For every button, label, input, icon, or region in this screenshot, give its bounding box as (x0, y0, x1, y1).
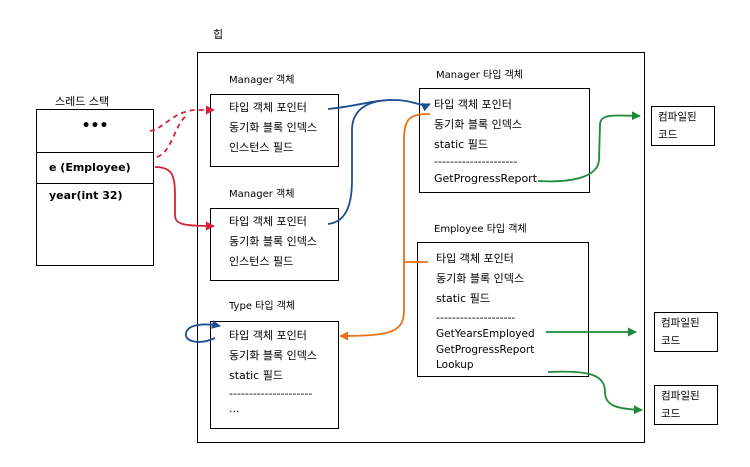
manager-type-object-separator: --------------------- (434, 155, 518, 168)
heap-title: 힙 (213, 28, 224, 41)
compiled-code-line: 코드 (658, 129, 678, 141)
blue-arrow (327, 99, 393, 225)
blue-arrow (327, 99, 431, 112)
red-dashed-arrow (149, 105, 215, 132)
red-solid-arrow (154, 166, 215, 231)
stack-ellipsis: ••• (37, 114, 153, 153)
blue-self-loop-arrow (185, 320, 221, 343)
manager-object-1-label: Manager 객체 (229, 75, 295, 86)
type-type-object-line: 동기화 블록 인덱스 (229, 349, 317, 362)
employee-type-object-method: GetYearsEmployed (436, 328, 535, 340)
manager-type-object-label: Manager 타입 객체 (436, 70, 523, 81)
type-type-object-label: Type 타입 객체 (229, 301, 296, 312)
employee-type-object-method: Lookup (436, 359, 474, 371)
type-type-object-line: static 필드 (229, 369, 283, 382)
employee-type-object-label: Employee 타입 객체 (434, 224, 527, 235)
employee-type-object-separator: -------------------- (436, 311, 516, 324)
green-arrow (537, 111, 641, 183)
manager-object-2: 타입 객체 포인터 동기화 블록 인덱스 인스턴스 필드 (210, 208, 339, 281)
orange-arrow (339, 113, 431, 341)
manager-type-object: 타입 객체 포인터 동기화 블록 인덱스 static 필드 ---------… (419, 88, 590, 193)
manager-object-2-line: 동기화 블록 인덱스 (229, 235, 317, 248)
manager-object-1-line: 타입 객체 포인터 (229, 101, 307, 114)
stack-item-year: year(int 32) (49, 189, 123, 202)
manager-type-object-line: 타입 객체 포인터 (434, 98, 512, 111)
manager-object-1-line: 동기화 블록 인덱스 (229, 121, 317, 134)
thread-stack: ••• e (Employee) year(int 32) (36, 109, 154, 266)
compiled-code-line: 컴파일된 (658, 111, 697, 123)
type-type-object-ellipsis: ... (229, 402, 240, 415)
compiled-code-line: 코드 (661, 335, 681, 347)
manager-type-object-method: GetProgressReport (434, 172, 538, 185)
manager-type-object-line: static 필드 (434, 138, 488, 151)
compiled-code-line: 코드 (661, 408, 681, 420)
manager-object-1: 타입 객체 포인터 동기화 블록 인덱스 인스턴스 필드 (210, 94, 339, 167)
compiled-code-line: 컴파일된 (661, 390, 700, 402)
stack-item-employee: e (Employee) (37, 153, 153, 184)
manager-object-2-label: Manager 객체 (229, 189, 295, 200)
thread-stack-title: 스레드 스택 (55, 95, 110, 108)
type-type-object-separator: --------------------- (229, 387, 313, 400)
manager-type-object-line: 동기화 블록 인덱스 (434, 118, 522, 131)
type-type-object-line: 타입 객체 포인터 (229, 329, 307, 342)
compiled-code-3: 컴파일된 코드 (654, 385, 718, 425)
manager-object-2-line: 인스턴스 필드 (229, 255, 294, 268)
employee-type-object-method: GetProgressReport (436, 343, 535, 356)
compiled-code-2: 컴파일된 코드 (654, 312, 718, 352)
employee-type-object-line: 동기화 블록 인덱스 (436, 272, 524, 285)
employee-type-object-line: static 필드 (436, 292, 490, 305)
employee-type-object-line: 타입 객체 포인터 (436, 252, 514, 265)
employee-type-object: 타입 객체 포인터 동기화 블록 인덱스 static 필드 ---------… (417, 242, 589, 377)
compiled-code-1: 컴파일된 코드 (651, 106, 715, 146)
compiled-code-line: 컴파일된 (661, 317, 700, 329)
manager-object-1-line: 인스턴스 필드 (229, 141, 294, 154)
type-type-object: 타입 객체 포인터 동기화 블록 인덱스 static 필드 ---------… (210, 321, 339, 429)
manager-object-2-line: 타입 객체 포인터 (229, 215, 307, 228)
green-arrow (547, 370, 643, 415)
red-dashed-arrow (156, 115, 187, 158)
